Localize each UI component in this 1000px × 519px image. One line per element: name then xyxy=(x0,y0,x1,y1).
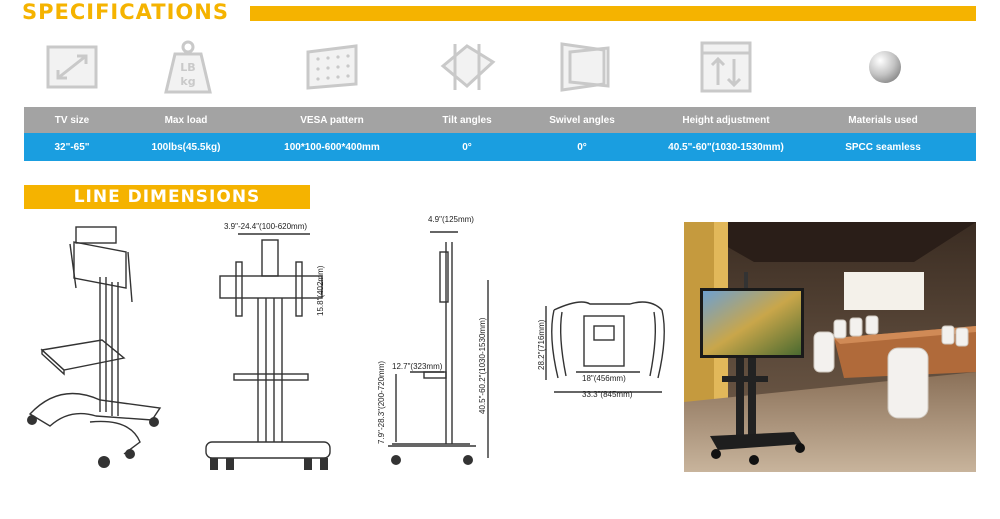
front-width-dimension: 3.9"-24.4"(100-620mm) xyxy=(224,222,308,231)
line-dimensions-badge xyxy=(24,185,310,209)
stand-perspective-drawing xyxy=(27,226,162,468)
vesa-pattern-icon xyxy=(302,38,362,96)
base-height-dimension: 28.2"(716mm) xyxy=(537,319,546,370)
header-vesa-pattern: VESA pattern xyxy=(300,114,364,126)
stand-base-view-drawing xyxy=(545,301,665,393)
value-tv-size: 32"-65" xyxy=(54,141,90,153)
header-height-adjustment: Height adjustment xyxy=(682,114,770,126)
tv-size-icon xyxy=(44,38,100,96)
tilt-icon xyxy=(434,38,500,96)
value-materials-used: SPCC seamless xyxy=(845,141,921,153)
header-tv-size: TV size xyxy=(54,114,90,126)
specifications-title: SPECIFICATIONS xyxy=(22,0,229,24)
stand-front-view-drawing xyxy=(205,233,331,470)
conference-room-product-photo xyxy=(684,222,976,472)
swivel-icon xyxy=(556,38,612,96)
material-sphere-icon xyxy=(860,38,910,96)
header-max-load: Max load xyxy=(164,114,208,126)
value-swivel-angles: 0° xyxy=(577,141,587,153)
side-shelf-height-dimension: 7.9"-28.3"(200-720mm) xyxy=(377,360,386,444)
header-tilt-angles: Tilt angles xyxy=(442,114,492,126)
value-max-load: 100lbs(45.5kg) xyxy=(151,141,221,153)
value-tilt-angles: 0° xyxy=(462,141,472,153)
value-height-adjustment: 40.5"-60"(1030-1530mm) xyxy=(668,141,784,153)
spec-value-row: 32"-65" 100lbs(45.5kg) 100*100-600*400mm… xyxy=(24,133,976,161)
spec-header-row: TV size Max load VESA pattern Tilt angle… xyxy=(24,107,976,133)
header-swivel-angles: Swivel angles xyxy=(549,114,615,126)
side-shelf-dimension: 12.7"(323mm) xyxy=(392,362,443,371)
side-top-depth-dimension: 4.9"(125mm) xyxy=(428,215,474,224)
weight-icon-kg: kg xyxy=(180,75,195,88)
base-inner-width-dimension: 18"(456mm) xyxy=(582,374,626,383)
value-vesa-pattern: 100*100-600*400mm xyxy=(284,141,380,153)
weight-icon-lb: LB xyxy=(180,61,195,74)
height-adjust-icon xyxy=(698,38,754,96)
stand-side-view-drawing xyxy=(388,231,489,465)
header-materials-used: Materials used xyxy=(848,114,918,126)
front-height-dimension: 15.8"(402mm) xyxy=(316,265,325,316)
title-accent-bar xyxy=(250,6,976,21)
side-total-height-dimension: 40.5"-60.2"(1030-1530mm) xyxy=(478,317,487,414)
line-dimensions-title: LINE DIMENSIONS xyxy=(73,187,261,207)
weight-icon: LB kg xyxy=(160,38,216,96)
base-outer-width-dimension: 33.3"(845mm) xyxy=(582,390,633,399)
